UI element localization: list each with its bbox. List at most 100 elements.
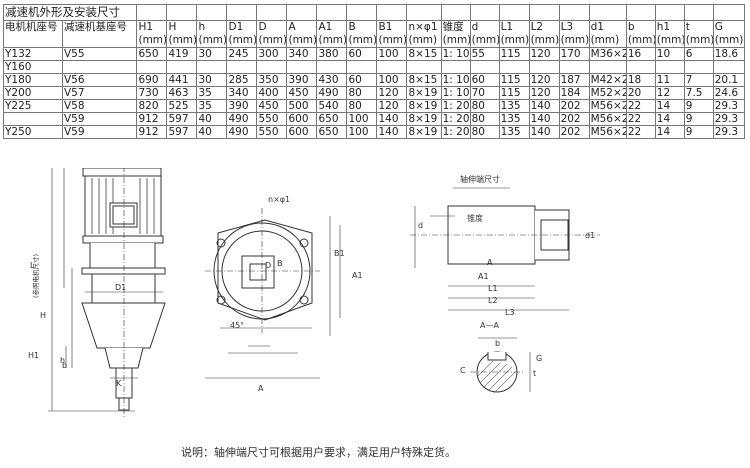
- table-cell: 202: [558, 112, 590, 126]
- table-cell: 22: [625, 112, 656, 126]
- table-cell: 120: [376, 86, 408, 100]
- table-cell: [136, 4, 168, 21]
- table-cell: 600: [286, 125, 318, 139]
- column-name: B: [348, 21, 356, 34]
- table-cell: 22: [625, 99, 656, 113]
- table-cell: 40: [196, 112, 228, 126]
- table-cell: 8×19: [406, 125, 442, 139]
- table-cell: 10: [654, 47, 685, 61]
- table-cell: 35: [196, 99, 228, 113]
- column-unit: (mm): [258, 34, 287, 46]
- column-name: H: [168, 21, 177, 34]
- label-b: b: [62, 361, 67, 370]
- table-cell: 500: [286, 99, 318, 113]
- table-cell: 55: [469, 47, 500, 61]
- table-cell: 14: [654, 112, 685, 126]
- table-cell: 140: [376, 125, 408, 139]
- table-cell: [406, 4, 442, 21]
- table-cell: 135: [498, 125, 530, 139]
- ref-motor-label: (参照电机尺寸): [31, 254, 40, 298]
- table-cell: 650: [136, 47, 168, 61]
- table-cell: 490: [316, 86, 348, 100]
- table-cell: [166, 60, 198, 74]
- table-cell: 100: [346, 112, 378, 126]
- table-cell: [625, 60, 656, 74]
- motor-frame-cell: Y132: [3, 47, 63, 61]
- table-cell: 16: [625, 47, 656, 61]
- column-unit: (mm): [378, 34, 407, 46]
- table-cell: [376, 60, 408, 74]
- label-d: d: [418, 221, 423, 230]
- table-cell: [712, 60, 746, 74]
- motor-frame-cell: Y200: [3, 86, 63, 100]
- table-cell: 8×19: [406, 99, 442, 113]
- table-cell: 60: [346, 73, 378, 87]
- table-cell: 525: [166, 99, 198, 113]
- table-cell: [558, 60, 590, 74]
- reducer-frame-cell: V56: [61, 73, 138, 87]
- label-A1: A1: [352, 271, 363, 280]
- table-cell: 140: [528, 99, 560, 113]
- table-cell: 80: [469, 125, 500, 139]
- table-cell: 22: [625, 125, 656, 139]
- table-cell: 7.5: [683, 86, 714, 100]
- table-cell: [588, 4, 627, 21]
- column-unit: (mm): [627, 34, 656, 46]
- table-cell: 9: [683, 125, 714, 139]
- column-header: L3(mm): [558, 20, 590, 48]
- table-cell: 245: [226, 47, 258, 61]
- label-L1: L1: [488, 284, 498, 293]
- table-cell: 100: [376, 47, 408, 61]
- table-cell: [256, 4, 288, 21]
- table-cell: 115: [498, 86, 530, 100]
- table-cell: 29.3: [712, 112, 746, 126]
- table-cell: 120: [528, 86, 560, 100]
- reducer-frame-cell: V57: [61, 86, 138, 100]
- table-cell: 390: [226, 99, 258, 113]
- column-header: n×φ1(mm): [406, 20, 442, 48]
- label-C: C: [460, 366, 466, 375]
- table-cell: M56×2: [588, 99, 627, 113]
- column-header: b(mm): [625, 20, 656, 48]
- table-cell: 80: [346, 99, 378, 113]
- label-h: h: [60, 356, 65, 365]
- table-cell: [498, 4, 530, 21]
- column-header: D(mm): [256, 20, 288, 48]
- table-cell: 120: [528, 47, 560, 61]
- label-K: K: [116, 379, 122, 388]
- table-cell: 600: [286, 112, 318, 126]
- table-cell: [346, 4, 378, 21]
- table-cell: 340: [286, 47, 318, 61]
- table-cell: 120: [376, 99, 408, 113]
- column-name: A: [288, 21, 296, 34]
- table-cell: [286, 4, 318, 21]
- table-cell: 650: [316, 112, 348, 126]
- column-name: d: [471, 21, 479, 34]
- table-cell: 80: [469, 112, 500, 126]
- table-cell: 100: [376, 73, 408, 87]
- table-cell: 80: [469, 99, 500, 113]
- table-cell: [440, 4, 471, 21]
- table-cell: 1: 10: [440, 47, 471, 61]
- motor-frame-cell: Y250: [3, 125, 63, 139]
- column-header: t(mm): [683, 20, 714, 48]
- table-cell: 9: [683, 112, 714, 126]
- label-A-left: A1: [478, 272, 489, 281]
- table-cell: [440, 60, 471, 74]
- table-cell: [196, 60, 228, 74]
- table-cell: [654, 60, 685, 74]
- table-cell: 202: [558, 125, 590, 139]
- table-cell: 135: [498, 112, 530, 126]
- label-B1: B1: [334, 249, 345, 258]
- table-cell: 490: [226, 112, 258, 126]
- table-cell: [196, 4, 228, 21]
- label-L: L: [30, 261, 35, 270]
- table-cell: 115: [498, 47, 530, 61]
- table-cell: 12: [654, 86, 685, 100]
- table-cell: 18.6: [712, 47, 746, 61]
